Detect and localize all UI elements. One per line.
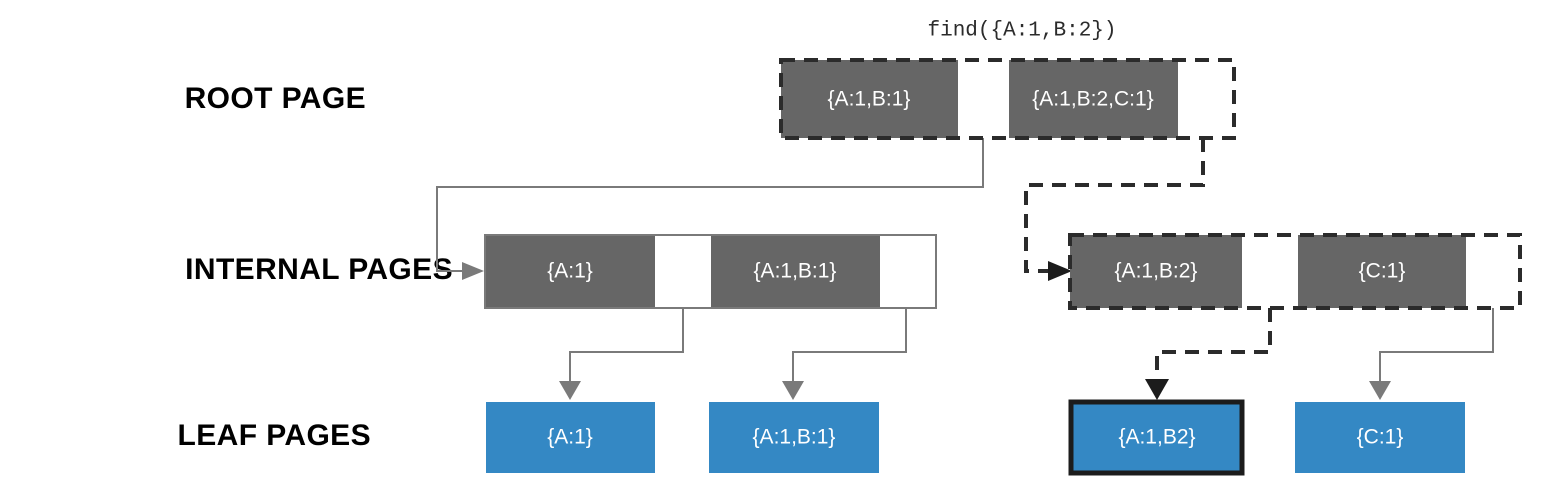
internal-page-left-key-0-label: {A:1} — [547, 260, 593, 283]
internal-page-left-border — [484, 234, 937, 309]
root-page-cell-key-0[interactable] — [781, 60, 958, 138]
internal-page-right-cell-key-1[interactable] — [1298, 235, 1466, 308]
arrowhead — [1369, 381, 1391, 400]
internal-page-right-border — [1068, 233, 1522, 310]
leaf-page-4-box[interactable] — [1295, 402, 1465, 473]
internal-page-left-key-1-label: {A:1,B:1} — [754, 260, 837, 283]
edge-internal-right-to-leaf-4 — [1369, 308, 1494, 400]
row-label-leaf-pages: LEAF PAGES — [178, 419, 371, 452]
internal-page-right-key-1-label: {C:1} — [1359, 260, 1406, 283]
root-page-border — [779, 58, 1236, 140]
arrowhead — [1048, 261, 1072, 281]
root-page-cell-pointer-0[interactable] — [958, 60, 1009, 138]
leaf-page-1[interactable]: {A:1} — [486, 402, 655, 473]
edge-root-to-internal-right-highlighted — [1024, 138, 1205, 281]
internal-page-left[interactable]: {A:1} {A:1,B:1} — [484, 234, 937, 309]
internal-page-right-key-0-label: {A:1,B:2} — [1115, 260, 1198, 283]
leaf-page-2-box[interactable] — [709, 402, 879, 473]
leaf-page-4-label: {C:1} — [1357, 426, 1404, 449]
internal-page-right-cell-pointer-0[interactable] — [1242, 235, 1298, 308]
root-page[interactable]: {A:1,B:1} {A:1,B:2,C:1} — [779, 58, 1236, 140]
leaf-page-3-label: {A:1,B2} — [1118, 426, 1195, 449]
row-label-root-page: ROOT PAGE — [185, 82, 366, 115]
leaf-page-2-label: {A:1,B:1} — [753, 426, 836, 449]
edge-root-to-internal-left — [436, 138, 984, 280]
internal-page-right-cell-key-0[interactable] — [1070, 235, 1242, 308]
arrowhead — [1145, 379, 1169, 400]
internal-page-left-cell-pointer-1[interactable] — [880, 235, 936, 308]
arrowhead — [462, 262, 484, 280]
root-page-cell-pointer-1[interactable] — [1178, 60, 1234, 138]
internal-page-left-cell-key-1[interactable] — [711, 235, 880, 308]
internal-page-left-cell-pointer-0[interactable] — [655, 235, 711, 308]
leaf-page-4[interactable]: {C:1} — [1295, 402, 1465, 473]
arrowhead — [559, 381, 581, 400]
edge-internal-right-to-leaf-3-highlighted — [1145, 308, 1272, 400]
internal-page-left-cell-key-0[interactable] — [485, 235, 655, 308]
root-page-key-0-label: {A:1,B:1} — [828, 88, 911, 111]
row-label-internal-pages: INTERNAL PAGES — [185, 253, 453, 286]
arrowhead — [782, 381, 804, 400]
edge-internal-left-to-leaf-2 — [782, 308, 907, 400]
leaf-page-3[interactable]: {A:1,B2} — [1068, 399, 1245, 476]
internal-page-right[interactable]: {A:1,B:2} {C:1} — [1068, 233, 1522, 310]
root-page-key-1-label: {A:1,B:2,C:1} — [1032, 88, 1153, 111]
root-page-cell-key-1[interactable] — [1009, 60, 1178, 138]
leaf-page-1-box[interactable] — [486, 402, 655, 473]
query-label: find({A:1,B:2}) — [927, 20, 1116, 43]
leaf-page-3-border-highlight — [1068, 399, 1245, 476]
internal-page-right-cell-pointer-1[interactable] — [1466, 235, 1520, 308]
leaf-page-3-box[interactable] — [1071, 402, 1242, 473]
leaf-page-2[interactable]: {A:1,B:1} — [709, 402, 879, 473]
leaf-page-1-label: {A:1} — [547, 426, 593, 449]
edge-internal-left-to-leaf-1 — [559, 308, 684, 400]
